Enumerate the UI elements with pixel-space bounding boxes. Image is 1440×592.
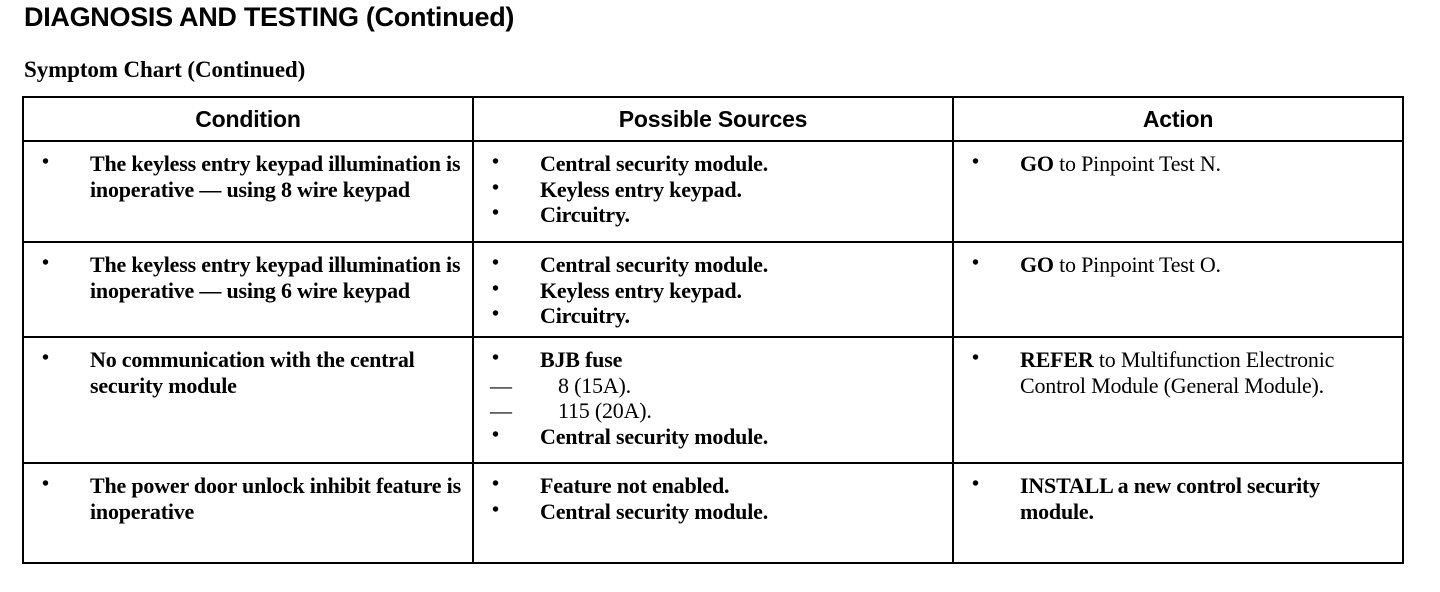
action-verb: GO: [1020, 252, 1054, 277]
list-item: No communication with the central securi…: [32, 346, 464, 398]
list-item: Feature not enabled.: [482, 472, 944, 499]
column-header-possible-sources: Possible Sources: [472, 96, 954, 142]
column-header-action: Action: [952, 96, 1404, 142]
cell-possible-sources: Central security module. Keyless entry k…: [472, 140, 954, 243]
condition-list: No communication with the central securi…: [32, 346, 464, 398]
table-row: No communication with the central securi…: [22, 336, 1404, 464]
sub-list-item: 8 (15A).: [482, 373, 944, 399]
cell-condition: The keyless entry keypad illumination is…: [22, 140, 474, 243]
condition-list: The keyless entry keypad illumination is…: [32, 150, 464, 202]
cell-condition: No communication with the central securi…: [22, 336, 474, 464]
cell-possible-sources: Central security module. Keyless entry k…: [472, 241, 954, 338]
table-header-row: Condition Possible Sources Action: [22, 96, 1404, 142]
sources-list: BJB fuse: [482, 346, 944, 373]
list-item: Central security module.: [482, 251, 944, 278]
cell-possible-sources: BJB fuse 8 (15A). 115 (20A). Central sec…: [472, 336, 954, 464]
list-item: Central security module.: [482, 423, 944, 450]
list-item: BJB fuse: [482, 346, 944, 373]
list-item: The keyless entry keypad illumination is…: [32, 251, 464, 303]
sources-list: Central security module. Keyless entry k…: [482, 251, 944, 329]
action-text: a new control security module.: [1020, 473, 1320, 524]
cell-condition: The keyless entry keypad illumination is…: [22, 241, 474, 338]
action-list: GO to Pinpoint Test N.: [962, 150, 1394, 177]
action-list: INSTALL a new control security module.: [962, 472, 1394, 524]
list-item: GO to Pinpoint Test O.: [962, 251, 1394, 278]
list-item: GO to Pinpoint Test N.: [962, 150, 1394, 177]
cell-action: GO to Pinpoint Test N.: [952, 140, 1404, 243]
table-row: The keyless entry keypad illumination is…: [22, 140, 1404, 243]
action-verb: REFER: [1020, 347, 1094, 372]
sources-list: Central security module. Keyless entry k…: [482, 150, 944, 228]
list-item: INSTALL a new control security module.: [962, 472, 1394, 524]
action-list: REFER to Multifunction Electronic Contro…: [962, 346, 1394, 398]
list-item: Keyless entry keypad.: [482, 176, 944, 203]
list-item: Central security module.: [482, 150, 944, 177]
section-subtitle: Symptom Chart (Continued): [24, 57, 306, 82]
page-title: DIAGNOSIS AND TESTING (Continued): [24, 2, 515, 32]
cell-action: GO to Pinpoint Test O.: [952, 241, 1404, 338]
sources-list-continued: Central security module.: [482, 423, 944, 450]
list-item: Central security module.: [482, 498, 944, 525]
list-item: Circuitry.: [482, 302, 944, 329]
action-text: to Pinpoint Test O.: [1053, 252, 1221, 277]
table-row: The keyless entry keypad illumination is…: [22, 241, 1404, 338]
list-item: The keyless entry keypad illumination is…: [32, 150, 464, 202]
list-item: The power door unlock inhibit feature is…: [32, 472, 464, 524]
sources-list: Feature not enabled. Central security mo…: [482, 472, 944, 525]
action-verb: GO: [1020, 151, 1054, 176]
table-row: The power door unlock inhibit feature is…: [22, 462, 1404, 564]
cell-action: INSTALL a new control security module.: [952, 462, 1404, 564]
list-item: Keyless entry keypad.: [482, 277, 944, 304]
sub-item-list: 8 (15A). 115 (20A).: [482, 373, 944, 424]
cell-possible-sources: Feature not enabled. Central security mo…: [472, 462, 954, 564]
action-text: to Pinpoint Test N.: [1053, 151, 1221, 176]
action-text: to Multifunction Electronic Control Modu…: [1020, 347, 1335, 398]
cell-condition: The power door unlock inhibit feature is…: [22, 462, 474, 564]
cell-action: REFER to Multifunction Electronic Contro…: [952, 336, 1404, 464]
sub-list-item: 115 (20A).: [482, 398, 944, 424]
action-verb: INSTALL: [1020, 473, 1113, 498]
column-header-condition: Condition: [22, 96, 474, 142]
condition-list: The keyless entry keypad illumination is…: [32, 251, 464, 303]
action-list: GO to Pinpoint Test O.: [962, 251, 1394, 278]
list-item: Circuitry.: [482, 201, 944, 228]
condition-list: The power door unlock inhibit feature is…: [32, 472, 464, 524]
symptom-chart-table: Condition Possible Sources Action The ke…: [22, 96, 1404, 564]
list-item: REFER to Multifunction Electronic Contro…: [962, 346, 1394, 398]
